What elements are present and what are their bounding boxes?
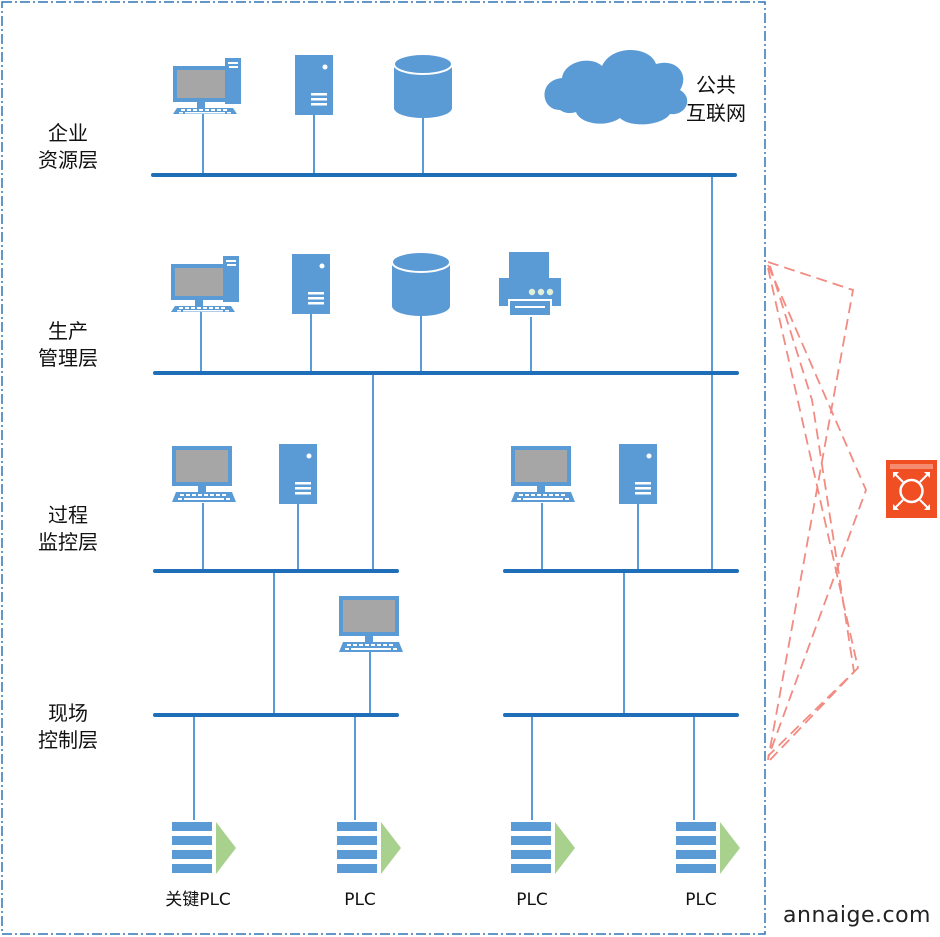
server-icon (292, 254, 330, 314)
connection-lines (193, 112, 713, 820)
plc-icon (337, 822, 401, 874)
database-icon (393, 53, 453, 119)
computer-icon (171, 256, 239, 312)
cloud-icon (544, 50, 688, 125)
computer-icon (173, 58, 241, 114)
plc-icon (172, 822, 236, 874)
layer-label-production-line1: 生产 (48, 319, 88, 343)
security-boundary (1, 1, 766, 935)
plc-icon (511, 822, 575, 874)
workstation-icon (339, 596, 403, 652)
plc-label-critical: 关键PLC (165, 890, 231, 910)
server-icon (279, 444, 317, 504)
database-icon (391, 251, 451, 317)
attack-paths (767, 261, 867, 761)
plc-label: PLC (685, 890, 717, 910)
plc-label: PLC (516, 890, 548, 910)
workstation-icon (172, 446, 236, 502)
plc-icon (676, 822, 740, 874)
layer-label-field-line1: 现场 (48, 701, 88, 725)
server-icon (619, 444, 657, 504)
layer-label-process-line1: 过程 (48, 503, 88, 527)
layer-label-enterprise-line1: 企业 (48, 121, 88, 145)
layer-label-field-line2: 控制层 (38, 728, 98, 752)
workstation-icon (511, 446, 575, 502)
layer-label-enterprise-line2: 资源层 (38, 148, 98, 172)
plc-label: PLC (344, 890, 376, 910)
layer-label-process-line2: 监控层 (38, 530, 98, 554)
cloud-label-line2: 互联网 (686, 101, 746, 125)
watermark-text: annaige.com (783, 903, 931, 928)
cloud-label-line1: 公共 (696, 73, 736, 97)
server-icon (295, 55, 333, 115)
layer-label-production-line2: 管理层 (38, 346, 98, 370)
printer-icon (498, 251, 562, 317)
network-buses (151, 173, 739, 717)
firewall-icon (886, 460, 937, 518)
